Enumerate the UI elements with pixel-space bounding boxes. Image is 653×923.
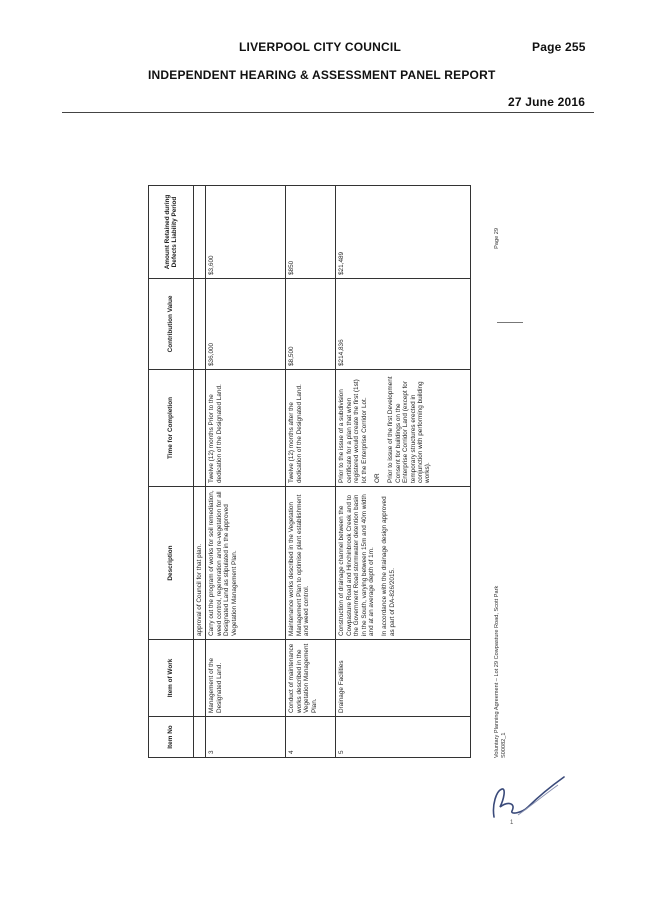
row-time-2: Prior to issue of the first Development … [387,376,432,483]
row-time-or: OR [374,473,382,483]
table-row: 5 Drainage Facilities Construction of dr… [335,185,471,758]
page-number: Page 255 [532,40,586,54]
col-time-for-completion: Time for Completion [148,369,194,487]
row-item: Drainage Facilities [335,639,471,717]
col-item-no: Item No [148,716,194,758]
signature-icon [492,776,565,818]
row-time: Prior to the issue of a subdivision cert… [338,379,368,483]
row-amount: $21,489 [335,185,471,279]
report-title: INDEPENDENT HEARING & ASSESSMENT PANEL R… [148,68,496,82]
row-no: 4 [285,716,336,758]
works-schedule-table: Item No Item of Work Description Time fo… [148,185,471,758]
col-description: Description [148,486,194,640]
table-row: 4 Conduct of maintenance works described… [285,185,336,758]
rotated-page-content: Item No Item of Work Description Time fo… [148,185,507,758]
row-item: Conduct of maintenance works described i… [285,639,336,717]
rotated-scan: Item No Item of Work Description Time fo… [148,185,507,758]
row-no: 3 [205,716,286,758]
footer-agreement: Voluntary Planning Agreement – Lot 29 Co… [494,585,500,758]
col-contribution-value: Contribution Value [148,278,194,370]
row-amount: $3,600 [205,185,286,279]
col-amount-retained: Amount Retained during Defects Liability… [148,185,194,279]
row-description-2: In accordance with the drainage design a… [381,496,396,636]
row-amount: $850 [285,185,336,279]
row-item: Management of the Designated Land. [205,639,286,717]
row-description: Carry out the program of works for soil … [205,486,286,640]
row-value: $36,000 [205,278,286,370]
row-time: Twelve (12) months after the dedication … [285,369,336,487]
report-date: 27 June 2016 [508,95,586,109]
header-divider [62,112,594,113]
col-item-of-work: Item of Work [148,639,194,717]
table-row: approval of Council for that plan. [193,185,206,758]
continued-text: approval of Council for that plan. [193,486,206,640]
council-name: LIVERPOOL CITY COUNCIL [239,40,401,54]
row-description-cell: Construction of drainage channel between… [335,486,471,640]
row-value: $214,836 [335,278,471,370]
row-description: Maintenance works described in the Veget… [285,486,336,640]
scan-margin-line [497,322,523,323]
row-no: 5 [335,716,471,758]
row-time-cell: Prior to the issue of a subdivision cert… [335,369,471,487]
table-row: 3 Management of the Designated Land. Car… [205,185,286,758]
row-value: $8,500 [285,278,336,370]
signature-mark: 1 [510,820,514,826]
row-time: Twelve (12) months Prior to the dedicati… [205,369,286,487]
footer-ref: S00082_1 [501,732,507,758]
table-header-row: Item No Item of Work Description Time fo… [148,185,194,758]
scan-footer: Voluntary Planning Agreement – Lot 29 Co… [494,228,508,758]
row-description: Construction of drainage channel between… [338,494,376,636]
footer-page: Page 29 [494,228,500,249]
